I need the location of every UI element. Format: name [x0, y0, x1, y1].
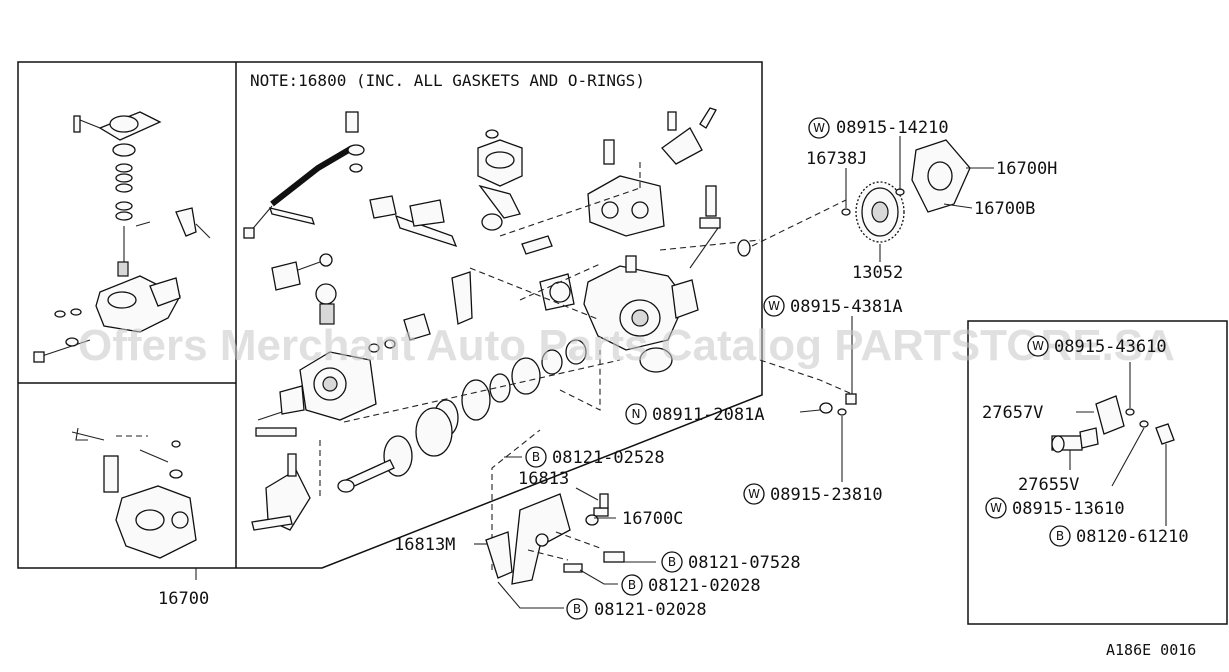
callout-16813[interactable]: 16813	[518, 469, 569, 489]
note-text: NOTE:16800 (INC. ALL GASKETS AND O-RINGS…	[250, 71, 645, 90]
svg-text:B: B	[628, 578, 636, 592]
callout-08121-02528[interactable]: B 08121-02528	[525, 446, 665, 468]
svg-text:08915-23810: 08915-23810	[770, 485, 883, 505]
callout-08120-61210[interactable]: B 08120-61210	[1049, 525, 1189, 547]
callout-08915-43610[interactable]: W 08915-43610	[1027, 335, 1167, 357]
svg-text:27657V: 27657V	[982, 403, 1043, 423]
vacuum-valve-parts	[1051, 362, 1175, 526]
callout-08915-23810[interactable]: W 08915-23810	[743, 483, 883, 505]
callout-13052[interactable]: 13052	[852, 263, 903, 283]
svg-text:B: B	[1056, 529, 1064, 543]
callout-27655V[interactable]: 27655V	[1018, 475, 1079, 495]
svg-text:16738J: 16738J	[806, 149, 867, 169]
svg-text:B: B	[532, 450, 540, 464]
callout-leaders	[195, 136, 901, 609]
callout-27657V[interactable]: 27657V	[982, 403, 1043, 423]
svg-text:16700C: 16700C	[622, 509, 683, 529]
svg-text:08915-4381A: 08915-4381A	[790, 297, 903, 317]
callout-16700H[interactable]: 16700H	[996, 159, 1057, 179]
main-assembly-label[interactable]: 16700	[158, 589, 209, 609]
svg-text:W: W	[990, 501, 1002, 515]
svg-text:08915-43610: 08915-43610	[1054, 337, 1167, 357]
svg-text:08915-14210: 08915-14210	[836, 118, 949, 138]
svg-text:08121-02028: 08121-02028	[594, 600, 707, 620]
svg-text:N: N	[632, 407, 641, 421]
bracket-group	[485, 429, 625, 585]
governor-exploded-parts	[33, 111, 211, 363]
svg-text:08121-02528: 08121-02528	[552, 448, 665, 468]
callout-16738J[interactable]: 16738J	[806, 149, 867, 169]
callout-16700B[interactable]: 16700B	[974, 199, 1035, 219]
assembly-frame	[17, 61, 763, 569]
svg-text:W: W	[768, 299, 780, 313]
callout-16700C[interactable]: 16700C	[622, 509, 683, 529]
svg-text:16700H: 16700H	[996, 159, 1057, 179]
diagram-code: A186E 0016	[1106, 641, 1196, 659]
svg-text:08911-2081A: 08911-2081A	[652, 405, 765, 425]
watermark: Offers Merchant Auto Parts Catalog PARTS…	[78, 321, 1175, 370]
svg-text:16813: 16813	[518, 469, 569, 489]
svg-text:08121-02028: 08121-02028	[648, 576, 761, 596]
callout-08121-07528[interactable]: B 08121-07528	[661, 551, 801, 573]
svg-text:27655V: 27655V	[1018, 475, 1079, 495]
svg-text:B: B	[573, 602, 581, 616]
svg-text:W: W	[1032, 339, 1044, 353]
svg-text:W: W	[748, 487, 760, 501]
callout-08915-14210[interactable]: W 08915-14210	[808, 117, 949, 139]
main-exploded-view	[243, 107, 761, 531]
pump-body-small-view	[71, 427, 197, 559]
drive-gear	[737, 181, 905, 257]
callout-08915-4381A[interactable]: W 08915-4381A	[763, 295, 903, 317]
cover-plate	[911, 139, 994, 213]
vacuum-parts-frame	[967, 320, 1228, 625]
callout-16813M[interactable]: 16813M	[394, 535, 455, 555]
svg-text:08120-61210: 08120-61210	[1076, 527, 1189, 547]
svg-text:16700B: 16700B	[974, 199, 1035, 219]
svg-text:08915-13610: 08915-13610	[1012, 499, 1125, 519]
svg-text:08121-07528: 08121-07528	[688, 553, 801, 573]
svg-text:13052: 13052	[852, 263, 903, 283]
svg-text:16813M: 16813M	[394, 535, 455, 555]
callout-08121-02028-upper[interactable]: B 08121-02028	[621, 574, 761, 596]
svg-text:B: B	[668, 555, 676, 569]
callout-08911-2081A[interactable]: N 08911-2081A	[625, 403, 765, 425]
callout-08915-13610[interactable]: W 08915-13610	[985, 497, 1125, 519]
svg-text:W: W	[813, 121, 825, 135]
callout-08121-02028-lower[interactable]: B 08121-02028	[566, 598, 707, 620]
